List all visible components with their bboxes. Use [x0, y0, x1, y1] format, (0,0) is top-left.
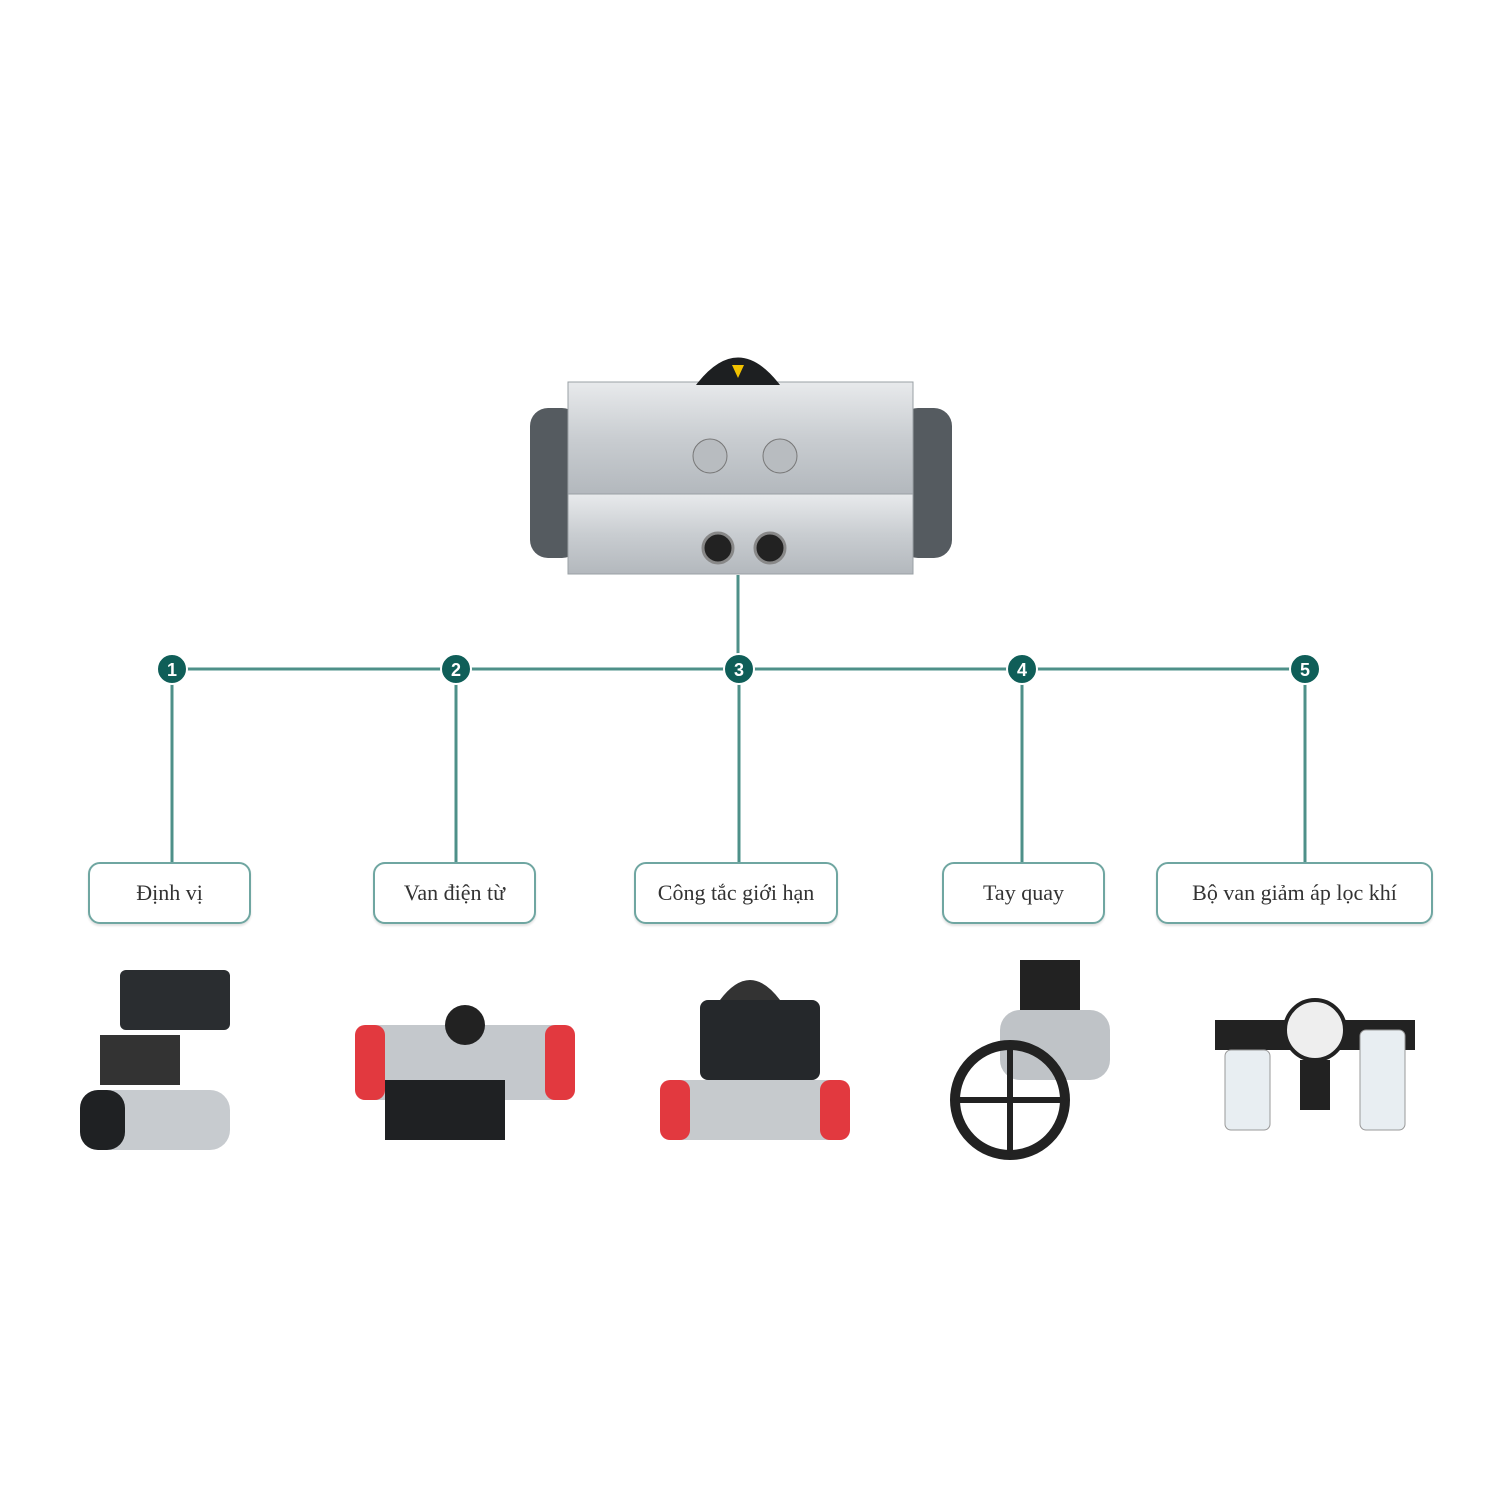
pneumatic-actuator-icon — [530, 357, 952, 575]
node-number: 4 — [1017, 660, 1027, 680]
accessory-label: Van điện từ — [403, 880, 506, 905]
node-number: 5 — [1300, 660, 1310, 680]
node-marker — [440, 653, 472, 685]
accessory-label: Bộ van giảm áp lọc khí — [1192, 880, 1397, 905]
accessory-label-box: Bộ van giảm áp lọc khí — [1156, 862, 1433, 924]
positioner-icon — [80, 970, 230, 1150]
node-marker — [156, 653, 188, 685]
limit-switch-icon — [660, 980, 850, 1140]
accessory-label: Công tắc giới hạn — [657, 880, 815, 905]
accessory-label: Định vị — [136, 880, 203, 905]
accessory-label-box: Van điện từ — [373, 862, 536, 924]
node-marker — [1289, 653, 1321, 685]
node-number: 2 — [451, 660, 461, 680]
node-number: 3 — [734, 660, 744, 680]
handwheel-icon — [950, 960, 1110, 1160]
accessory-label-box: Công tắc giới hạn — [634, 862, 838, 924]
node-marker — [1006, 653, 1038, 685]
solenoid-valve-icon — [355, 1005, 575, 1140]
accessory-label: Tay quay — [983, 880, 1064, 905]
accessory-label-box: Định vị — [88, 862, 251, 924]
air-filter-regulator-icon — [1215, 998, 1415, 1131]
node-number: 1 — [167, 660, 177, 680]
node-marker — [723, 653, 755, 685]
accessory-label-box: Tay quay — [942, 862, 1105, 924]
